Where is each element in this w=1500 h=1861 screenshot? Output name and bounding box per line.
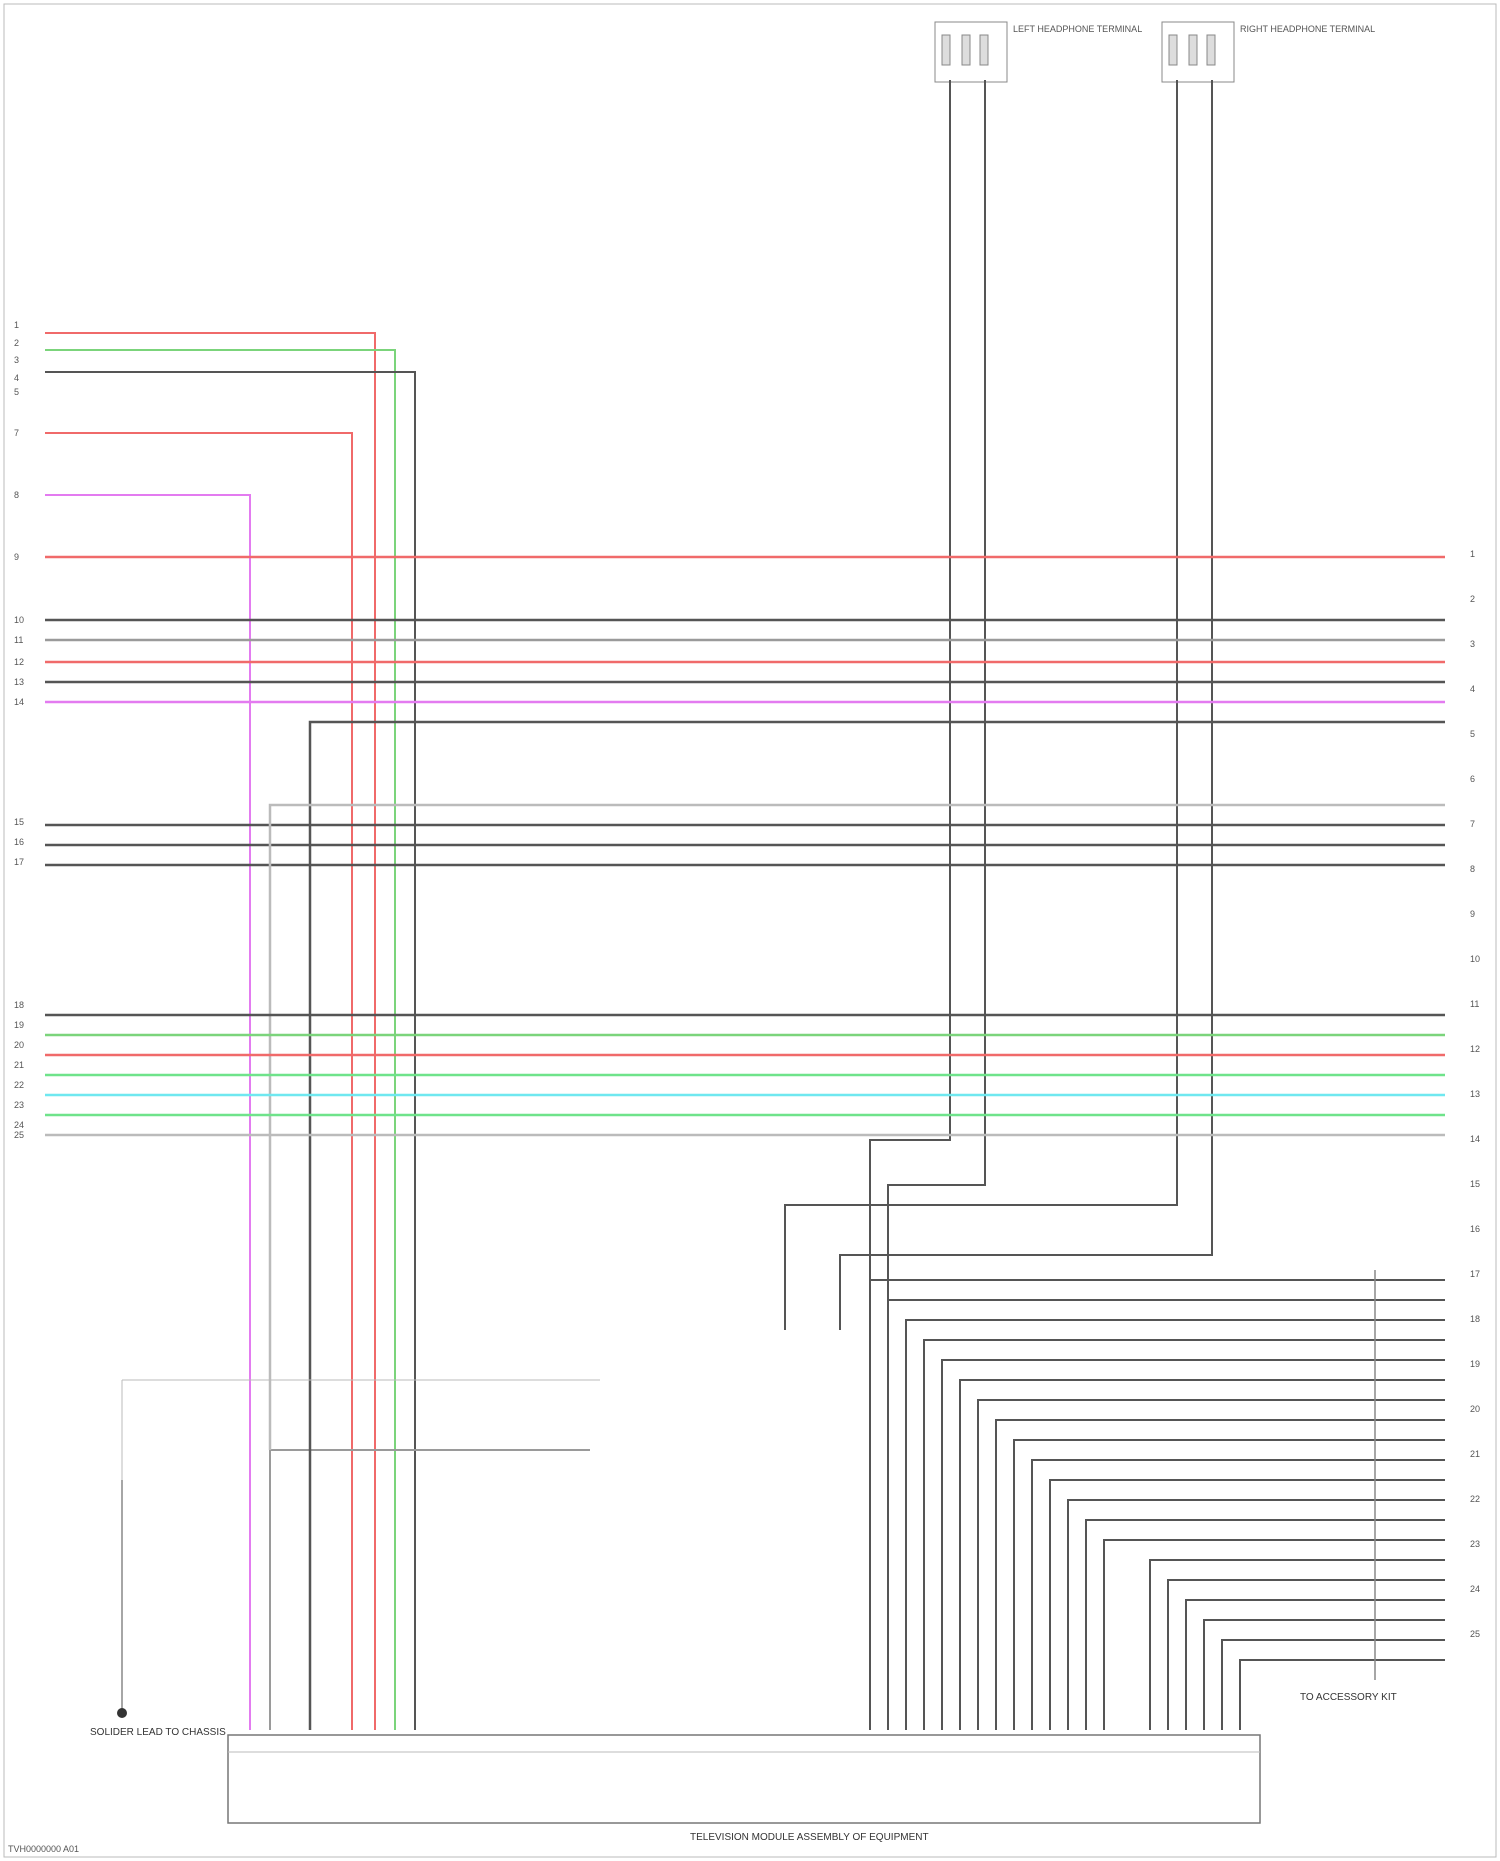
right-pin-number: 17	[1470, 1269, 1480, 1279]
ground-icon	[117, 1708, 127, 1718]
left-pin-number: 12	[14, 657, 24, 667]
right-pin-number: 22	[1470, 1494, 1480, 1504]
right-pin-number: 2	[1470, 594, 1475, 604]
left-pin-number: 15	[14, 817, 24, 827]
module-label: TELEVISION MODULE ASSEMBLY OF EQUIPMENT	[690, 1832, 929, 1843]
left-pin-number: 2	[14, 338, 19, 348]
right-pin-number: 8	[1470, 864, 1475, 874]
ground-label: SOLIDER LEAD TO CHASSIS	[90, 1727, 226, 1738]
right-pin-number: 13	[1470, 1089, 1480, 1099]
left-pin-number: 24	[14, 1120, 24, 1130]
right-pin-number: 21	[1470, 1449, 1480, 1459]
right-pin-number: 12	[1470, 1044, 1480, 1054]
right-pin-number: 23	[1470, 1539, 1480, 1549]
right-pin-number: 6	[1470, 774, 1475, 784]
right-pin-number: 11	[1470, 999, 1479, 1009]
right-pin-number: 1	[1470, 549, 1475, 559]
left-pin-number: 16	[14, 837, 24, 847]
right-pin-number: 16	[1470, 1224, 1480, 1234]
right-pin-number: 4	[1470, 684, 1475, 694]
left-pin-number: 1	[14, 320, 19, 330]
right-pin-number: 20	[1470, 1404, 1480, 1414]
left-pin-number: 11	[14, 635, 23, 645]
right-pin-number: 14	[1470, 1134, 1480, 1144]
left-pin-number: 3	[14, 355, 19, 365]
left-headphone-label: LEFT HEADPHONE TERMINAL	[1013, 24, 1142, 34]
right-pin-number: 15	[1470, 1179, 1480, 1189]
left-pin-number: 8	[14, 490, 19, 500]
left-pin-number: 14	[14, 697, 24, 707]
left-pin-number: 10	[14, 615, 24, 625]
right-pin-number: 18	[1470, 1314, 1480, 1324]
left-pin-number: 21	[14, 1060, 24, 1070]
right-pin-number: 19	[1470, 1359, 1480, 1369]
right-pin-number: 9	[1470, 909, 1475, 919]
accessory-label: TO ACCESSORY KIT	[1300, 1692, 1397, 1703]
left-pin-number: 13	[14, 677, 24, 687]
right-pin-number: 24	[1470, 1584, 1480, 1594]
left-pin-number: 23	[14, 1100, 24, 1110]
left-pin-number: 7	[14, 428, 19, 438]
left-pin-number: 19	[14, 1020, 24, 1030]
right-pin-number: 25	[1470, 1629, 1480, 1639]
right-pin-number: 7	[1470, 819, 1475, 829]
left-pin-number: 5	[14, 387, 19, 397]
right-headphone-label: RIGHT HEADPHONE TERMINAL	[1240, 24, 1375, 34]
right-pin-number: 5	[1470, 729, 1475, 739]
left-pin-number: 9	[14, 552, 19, 562]
left-pin-number: 18	[14, 1000, 24, 1010]
left-pin-number: 25	[14, 1130, 24, 1140]
left-pin-number: 22	[14, 1080, 24, 1090]
footer-code: TVH0000000 A01	[8, 1844, 79, 1854]
left-pin-number: 4	[14, 373, 19, 383]
left-pin-number: 20	[14, 1040, 24, 1050]
left-pin-number: 17	[14, 857, 24, 867]
right-pin-number: 3	[1470, 639, 1475, 649]
right-pin-number: 10	[1470, 954, 1480, 964]
